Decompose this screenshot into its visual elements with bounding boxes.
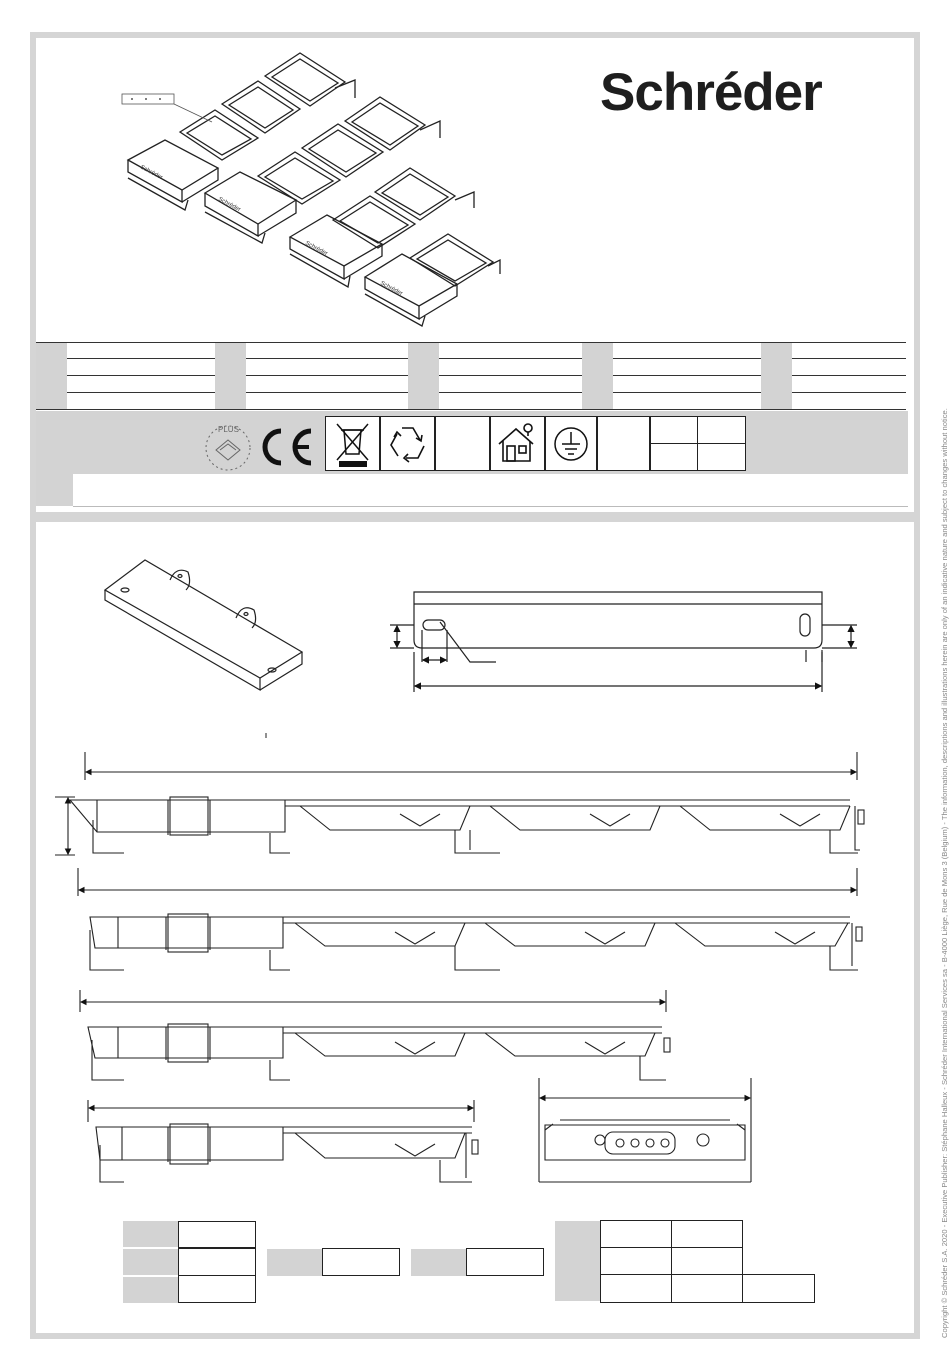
bottom-panel: [30, 516, 920, 1339]
brand-logo: Schréder: [600, 63, 823, 122]
copyright-notice: Copyright © Schréder S.A. 2020 - Executi…: [940, 408, 949, 1338]
mounting-bracket-isometric: [103, 559, 304, 692]
notes-marker: [36, 474, 73, 506]
symbol-cell-blank: [597, 416, 650, 471]
luminaire-assembly-3: [79, 990, 671, 1081]
ce-mark-icon: [262, 428, 312, 466]
luminaire-assembly-4b: [77, 868, 863, 971]
indoor-house-icon: [498, 423, 534, 462]
symbol-cell-recycle: [380, 416, 435, 471]
mounting-bracket-front-view: [390, 591, 857, 692]
luminaire-assembly-2: [87, 1100, 479, 1183]
rating-cell-4: [697, 443, 746, 471]
luminaire-assembly-4: [55, 752, 865, 856]
module-side-view: [538, 1078, 752, 1183]
protective-earth-icon: [554, 427, 588, 461]
enec-plus-icon: PLUS: [205, 425, 251, 471]
frame-module: [178, 52, 495, 287]
weee-bin-icon: [336, 423, 369, 467]
symbol-cell-empty: [435, 416, 490, 471]
recycle-icon: [390, 427, 425, 463]
svg-text:PLUS: PLUS: [218, 425, 239, 434]
